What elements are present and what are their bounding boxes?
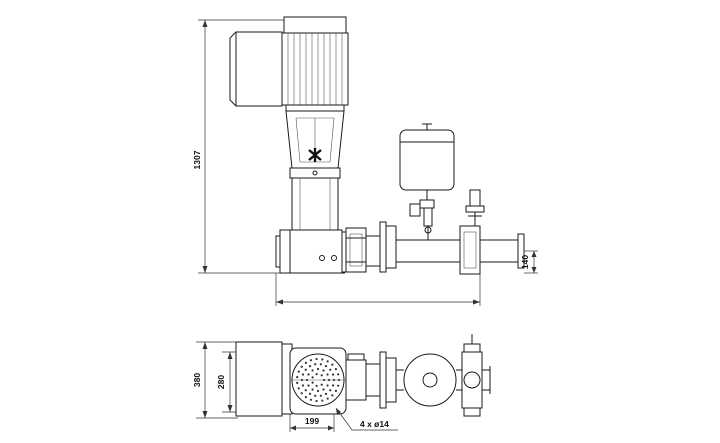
fan-hole (307, 384, 310, 387)
fan-cover-holes (296, 357, 341, 403)
diaphragm-tank-plan (396, 353, 462, 407)
dimension-label-footprint-depth: 380 (192, 373, 202, 387)
fan-hole (331, 384, 335, 387)
fan-hole (315, 384, 318, 387)
fan-hole (307, 373, 310, 376)
motor-fan-cover (289, 347, 347, 415)
fan-hole (324, 365, 328, 368)
fan-hole (315, 357, 318, 361)
fan-hole (334, 367, 338, 371)
fan-hole (321, 399, 324, 402)
fan-hole (326, 397, 329, 400)
fan-hole (308, 392, 312, 395)
fan-hole (322, 388, 325, 391)
plan-view: 380 280 (192, 334, 491, 432)
fan-hole (321, 358, 324, 361)
fan-hole (319, 363, 322, 366)
fan-hole (311, 369, 314, 372)
dimension-label-pipe-offset: 199 (305, 416, 319, 426)
fan-hole (315, 399, 318, 403)
elevation-view: 1307 (192, 16, 538, 306)
fan-hole (337, 373, 340, 376)
pressure-gauge-assembly (465, 189, 485, 226)
fan-hole (300, 392, 303, 395)
callout-label-bolt-holes: 4 x ø14 (360, 419, 389, 429)
fan-hole (320, 374, 323, 377)
fan-hole (326, 360, 329, 363)
fan-hole (331, 363, 334, 366)
grundfos-logo (308, 148, 322, 162)
fan-hole (337, 384, 340, 387)
fan-hole (311, 376, 314, 379)
dimension-pipe-offset: 199 (289, 414, 335, 432)
fan-hole (314, 363, 317, 366)
fan-hole (297, 387, 300, 390)
isolation-valve-left (345, 227, 367, 273)
dimension-overall-width (275, 273, 481, 306)
isolation-valve-plan (345, 351, 397, 409)
fan-hole (304, 396, 307, 399)
fan-hole (331, 373, 335, 376)
fan-hole (311, 388, 314, 391)
fan-hole (324, 392, 328, 395)
fan-hole (329, 389, 332, 392)
dimension-footprint-depth: 380 (192, 341, 238, 419)
pump-head (285, 110, 345, 179)
fan-hole (319, 394, 322, 397)
fan-hole (304, 361, 307, 364)
pump-sleeve (291, 177, 339, 231)
dimension-overall-height: 1307 (192, 19, 300, 274)
fan-hole (309, 359, 313, 362)
callout-bolt-holes: 4 x ø14 (335, 407, 398, 431)
end-flange-plan (461, 334, 491, 417)
fan-hole (314, 394, 317, 397)
terminal-box-plan (235, 341, 293, 417)
dimension-label-base-depth: 280 (216, 375, 226, 389)
fan-hole (320, 383, 323, 386)
fan-hole (296, 376, 299, 379)
fan-hole (316, 367, 320, 371)
fan-hole (304, 389, 307, 392)
fan-hole (309, 398, 313, 401)
fan-hole (329, 368, 332, 371)
dimension-inlet-height: 140 (520, 250, 538, 274)
dimension-label-overall-height: 1307 (192, 150, 202, 169)
fan-hole (311, 381, 314, 384)
diaphragm-tank (399, 123, 455, 240)
fan-hole (297, 370, 300, 373)
fan-hole (322, 369, 325, 372)
motor (229, 16, 349, 112)
dimension-label-inlet-height: 140 (520, 255, 530, 269)
fan-hole (301, 373, 305, 376)
fan-hole (300, 365, 303, 368)
fan-hole (315, 373, 318, 376)
fan-hole (326, 373, 329, 376)
fan-hole (308, 365, 312, 368)
fan-hole (304, 368, 307, 371)
fan-hole (316, 389, 320, 393)
discharge-manifold (365, 221, 525, 275)
pump-base (275, 229, 351, 274)
fan-hole (326, 384, 329, 387)
fan-hole (334, 389, 338, 393)
fan-hole (331, 394, 334, 397)
fan-hole (301, 384, 305, 387)
fan-hole (296, 381, 299, 384)
